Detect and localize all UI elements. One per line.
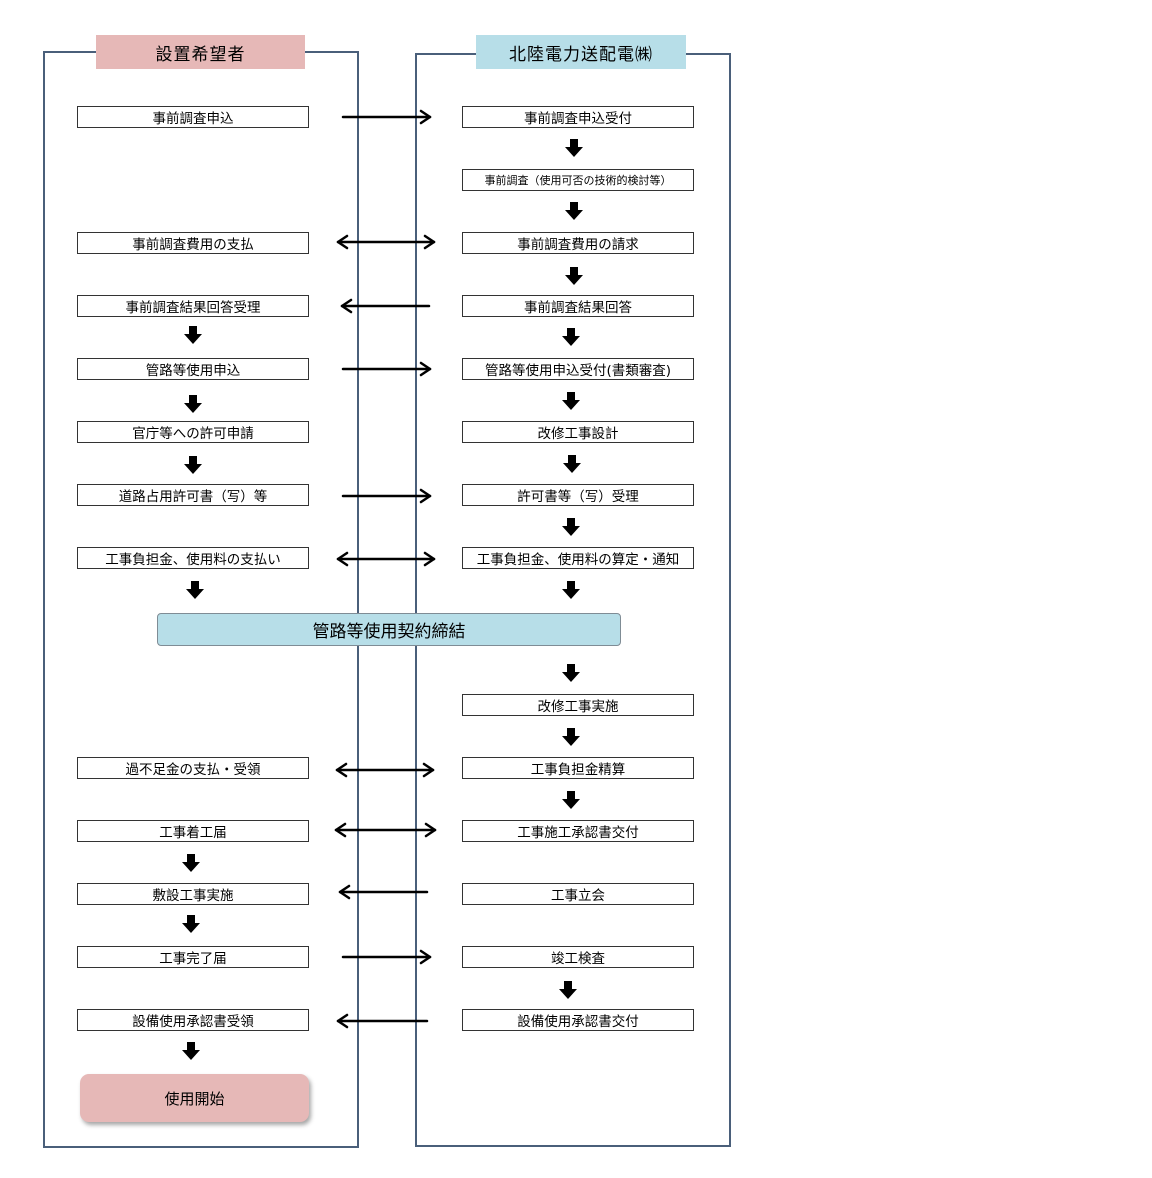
left-step-completion-notice: 工事完了届 — [77, 946, 309, 968]
left-step-road-occupancy-permit: 道路占用許可書（写）等 — [77, 484, 309, 506]
left-step-fee-payment: 工事負担金、使用料の支払い — [77, 547, 309, 569]
right-step-document-review: 管路等使用申込受付(書類審査) — [462, 358, 694, 380]
right-step-repair-work: 改修工事実施 — [462, 694, 694, 716]
right-step-survey-fee-invoice: 事前調査費用の請求 — [462, 232, 694, 254]
right-step-cost-settlement: 工事負担金精算 — [462, 757, 694, 779]
left-step-duct-use-application: 管路等使用申込 — [77, 358, 309, 380]
left-step-prior-survey-application: 事前調査申込 — [77, 106, 309, 128]
left-step-laying-work: 敷設工事実施 — [77, 883, 309, 905]
left-step-construction-start-notice: 工事着工届 — [77, 820, 309, 842]
utility-lane-header: 北陸電力送配電㈱ — [476, 35, 686, 69]
right-step-approval-issue: 設備使用承認書交付 — [462, 1009, 694, 1031]
right-step-prior-survey: 事前調査（使用可否の技術的検討等） — [462, 169, 694, 191]
left-step-permit-application: 官庁等への許可申請 — [77, 421, 309, 443]
right-step-permit-receipt: 許可書等（写）受理 — [462, 484, 694, 506]
applicant-lane — [43, 51, 359, 1148]
left-step-survey-fee-payment: 事前調査費用の支払 — [77, 232, 309, 254]
left-step-approval-receipt: 設備使用承認書受領 — [77, 1009, 309, 1031]
use-start: 使用開始 — [80, 1074, 309, 1122]
left-step-survey-result-receipt: 事前調査結果回答受理 — [77, 295, 309, 317]
right-step-repair-design: 改修工事設計 — [462, 421, 694, 443]
contract-conclusion: 管路等使用契約締結 — [157, 613, 621, 646]
right-step-fee-calculation: 工事負担金、使用料の算定・通知 — [462, 547, 694, 569]
left-step-balance-settlement: 過不足金の支払・受領 — [77, 757, 309, 779]
right-step-construction-approval: 工事施工承認書交付 — [462, 820, 694, 842]
right-step-site-witness: 工事立会 — [462, 883, 694, 905]
right-step-completion-inspection: 竣工検査 — [462, 946, 694, 968]
utility-lane — [415, 53, 731, 1147]
right-step-application-acceptance: 事前調査申込受付 — [462, 106, 694, 128]
right-step-survey-result-answer: 事前調査結果回答 — [462, 295, 694, 317]
applicant-lane-header: 設置希望者 — [96, 35, 305, 69]
